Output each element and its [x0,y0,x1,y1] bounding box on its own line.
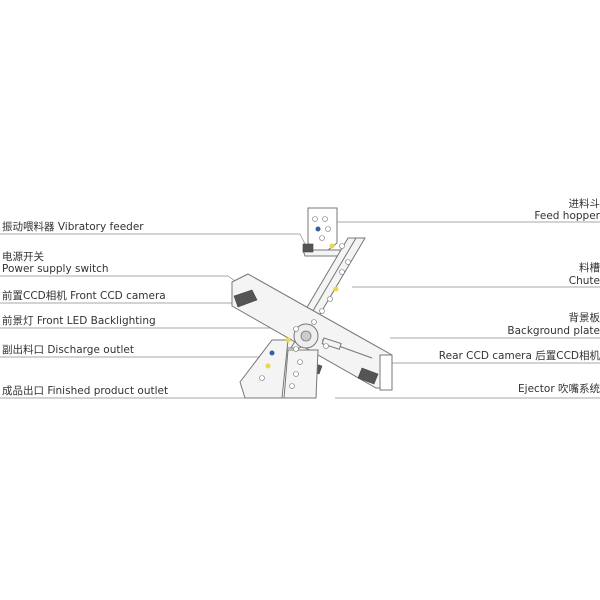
labels: 进料斗 Feed hopper 振动喂料器 Vibratory feeder 电… [2,197,600,397]
granule [312,216,318,222]
granule [323,343,329,349]
granule [345,259,351,265]
granules [259,216,351,389]
label-feed-hopper-cn: 进料斗 [569,197,600,210]
leader-vibratory-feeder-tip [299,233,306,245]
label-chute-cn: 料槽 [579,261,600,274]
granule [289,383,295,389]
granule [319,308,325,314]
discharge-outlet [239,339,289,399]
vibrator-motor [302,243,314,253]
granule [259,375,265,381]
granule [319,235,325,241]
front-ccd-camera [233,289,258,308]
rear-ccd-camera [357,367,379,385]
granule [339,243,345,249]
label-discharge-outlet: 副出料口 Discharge outlet [2,343,134,356]
finished-product-outlet [283,349,319,399]
label-finished-outlet: 成品出口 Finished product outlet [2,384,168,397]
granule [293,326,299,332]
label-rear-ccd: Rear CCD camera 后置CCD相机 [439,349,600,362]
leader-lines [0,221,600,399]
granule [311,319,317,325]
granule-yellow [329,243,335,249]
label-front-ccd: 前置CCD相机 Front CCD camera [2,289,166,302]
granule [293,346,299,352]
label-front-led: 前景灯 Front LED Backlighting [2,314,156,327]
label-vibratory-feeder: 振动喂料器 Vibratory feeder [2,220,144,233]
granule-blue [269,350,275,356]
granule [293,371,299,377]
label-power-switch-en: Power supply switch [2,263,109,275]
rear-enclosure [379,354,393,391]
label-chute-en: Chute [569,275,600,287]
granule [339,269,345,275]
granule [325,226,331,232]
granule-yellow [333,286,339,292]
label-feed-hopper-en: Feed hopper [534,210,600,222]
lens-center [300,330,312,342]
granule [297,359,303,365]
background-plate [321,337,342,350]
granule [322,216,328,222]
sorter-machine [231,207,393,399]
granule [327,296,333,302]
granule-yellow [285,337,291,343]
granule-blue [315,226,321,232]
label-power-switch-cn: 电源开关 [2,250,44,263]
label-ejector: Ejector 吹嘴系统 [518,382,600,395]
granule-yellow [265,363,271,369]
label-background-plate-cn: 背景板 [569,311,600,324]
label-background-plate-en: Background plate [507,325,600,337]
